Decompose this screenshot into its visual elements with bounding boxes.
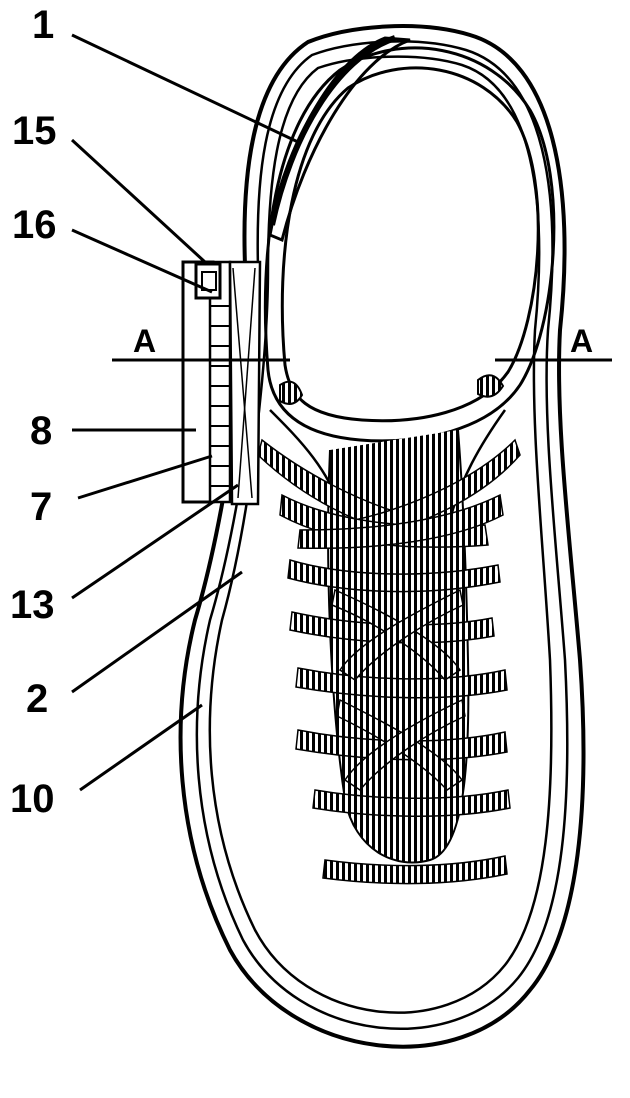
collar-outer <box>263 46 556 443</box>
eyelet-right <box>477 374 505 398</box>
label-1: 1 <box>32 3 54 47</box>
zipper-flap <box>228 260 262 506</box>
label-10: 10 <box>10 777 55 821</box>
label-15: 15 <box>12 109 57 153</box>
label-13: 13 <box>10 583 55 627</box>
label-16: 16 <box>12 203 57 247</box>
laces <box>257 438 521 885</box>
zipper-teeth <box>210 305 230 487</box>
vamp-right-edge <box>448 409 507 521</box>
zipper-slider <box>194 262 222 300</box>
collar-inner <box>280 66 540 423</box>
section-label-right: A <box>570 323 593 359</box>
eyelet-left <box>279 380 304 405</box>
label-7: 7 <box>30 485 52 529</box>
section-label-left: A <box>133 323 156 359</box>
label-2: 2 <box>26 677 48 721</box>
label-8: 8 <box>30 409 52 453</box>
leader-lines <box>70 33 299 792</box>
